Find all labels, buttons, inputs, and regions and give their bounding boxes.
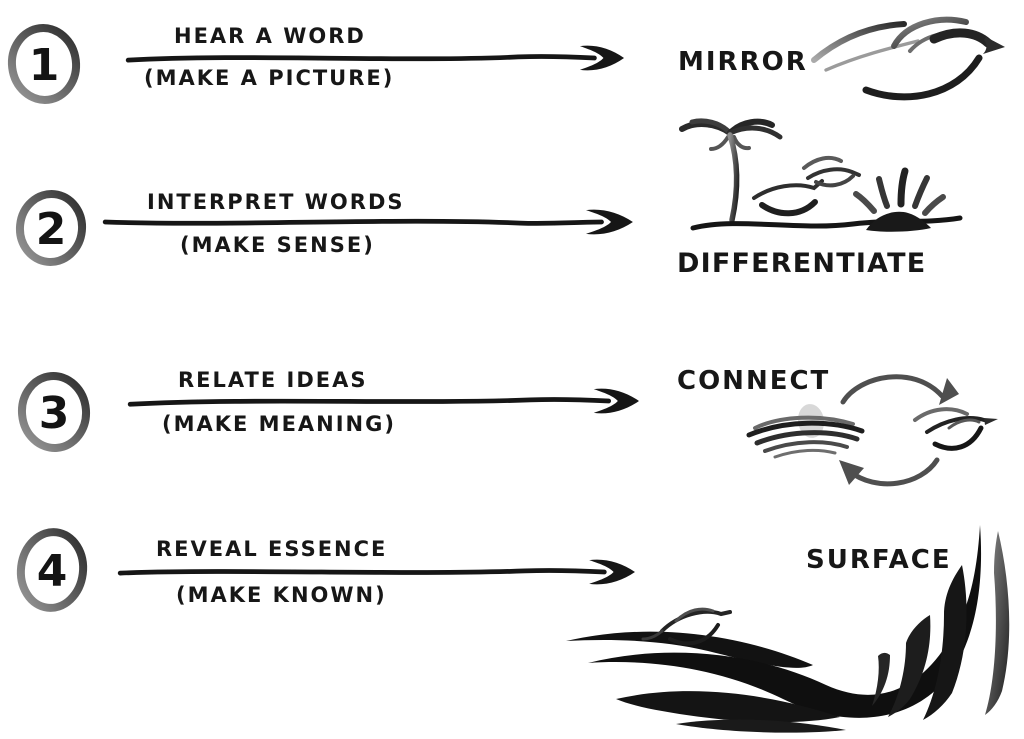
step-1-result-label: MIRROR	[678, 47, 808, 77]
step-4-action-label: REVEAL ESSENCE	[156, 537, 388, 561]
step-4-circle: 4	[16, 528, 88, 612]
step-4-method-label: (MAKE KNOWN)	[176, 583, 387, 607]
flying-bird-icon	[811, 16, 1005, 101]
step-4-number: 4	[37, 546, 68, 597]
step-3-action-label: RELATE IDEAS	[178, 368, 368, 392]
step-1-number: 1	[29, 40, 60, 91]
island-palm-birds-sun-icon	[679, 118, 963, 232]
step-2-action-label: INTERPRET WORDS	[147, 190, 405, 214]
wave-with-bird-icon	[566, 525, 1010, 733]
step-2-arrow	[102, 209, 633, 235]
step-2-number: 2	[36, 204, 67, 255]
step-3-result-label: CONNECT	[677, 366, 831, 396]
step-2-circle: 2	[15, 190, 87, 266]
step-4-result-label: SURFACE	[806, 545, 952, 575]
step-3-circle: 3	[17, 372, 91, 452]
step-1-arrow	[125, 45, 625, 71]
step-1-circle: 1	[7, 24, 81, 104]
step-2-result-label: DIFFERENTIATE	[677, 248, 927, 279]
step-3-number: 3	[39, 388, 70, 439]
step-1-action-label: HEAR A WORD	[174, 24, 366, 48]
step-1-method-label: (MAKE A PICTURE)	[144, 66, 395, 90]
step-3-method-label: (MAKE MEANING)	[162, 412, 396, 436]
step-4-arrow	[117, 559, 635, 585]
step-3-arrow	[127, 388, 639, 414]
step-2-method-label: (MAKE SENSE)	[180, 233, 375, 257]
nest-egg-bird-cycle-icon	[746, 374, 998, 487]
